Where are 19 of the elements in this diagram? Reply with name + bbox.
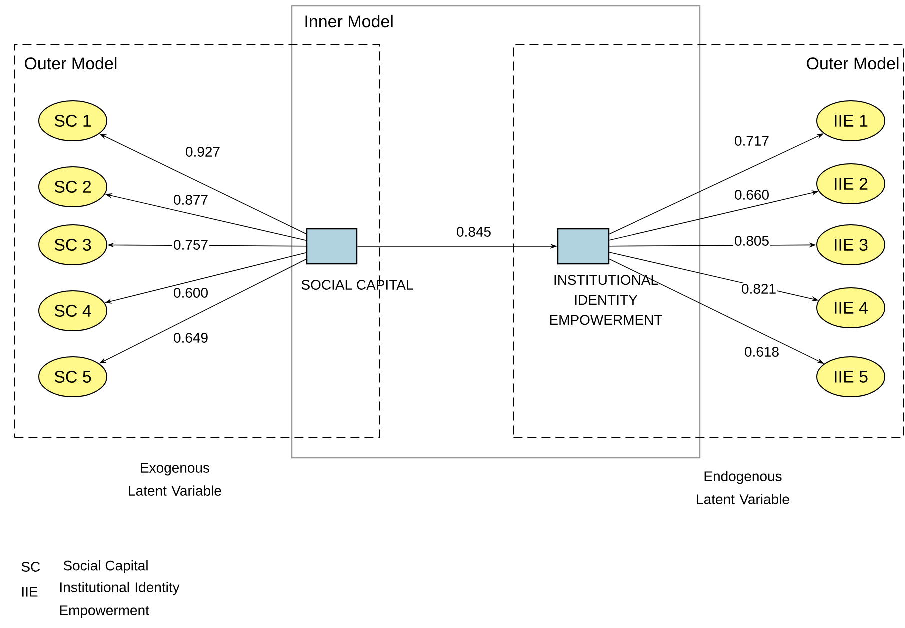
node-caption: SOCIAL CAPITAL	[302, 280, 414, 290]
edge-label: 0.757	[172, 239, 210, 251]
edge-label: 0.649	[172, 332, 210, 344]
axis-caption: Exogenous Latent Variable	[129, 463, 222, 496]
axis-caption: Endogenous Latent Variable	[697, 471, 790, 504]
edge-label: 0.877	[172, 194, 210, 206]
key-text: SC	[22, 562, 40, 572]
edge-label: 0.717	[734, 135, 771, 147]
edge-label: 0.821	[740, 283, 778, 295]
key-text: Social Capital	[64, 560, 148, 574]
key-text: IIE	[22, 587, 38, 597]
frame-title: Inner Model	[306, 15, 393, 28]
edge-label: 0.927	[184, 146, 222, 158]
key-text: Institutional Identity Empowerment	[60, 582, 180, 618]
edge-label: 0.660	[734, 189, 771, 201]
edge-label: 0.618	[743, 346, 781, 358]
edge-label: 0.805	[734, 235, 771, 247]
edge-label: 0.845	[455, 226, 493, 238]
edge-label: 0.600	[172, 287, 210, 299]
